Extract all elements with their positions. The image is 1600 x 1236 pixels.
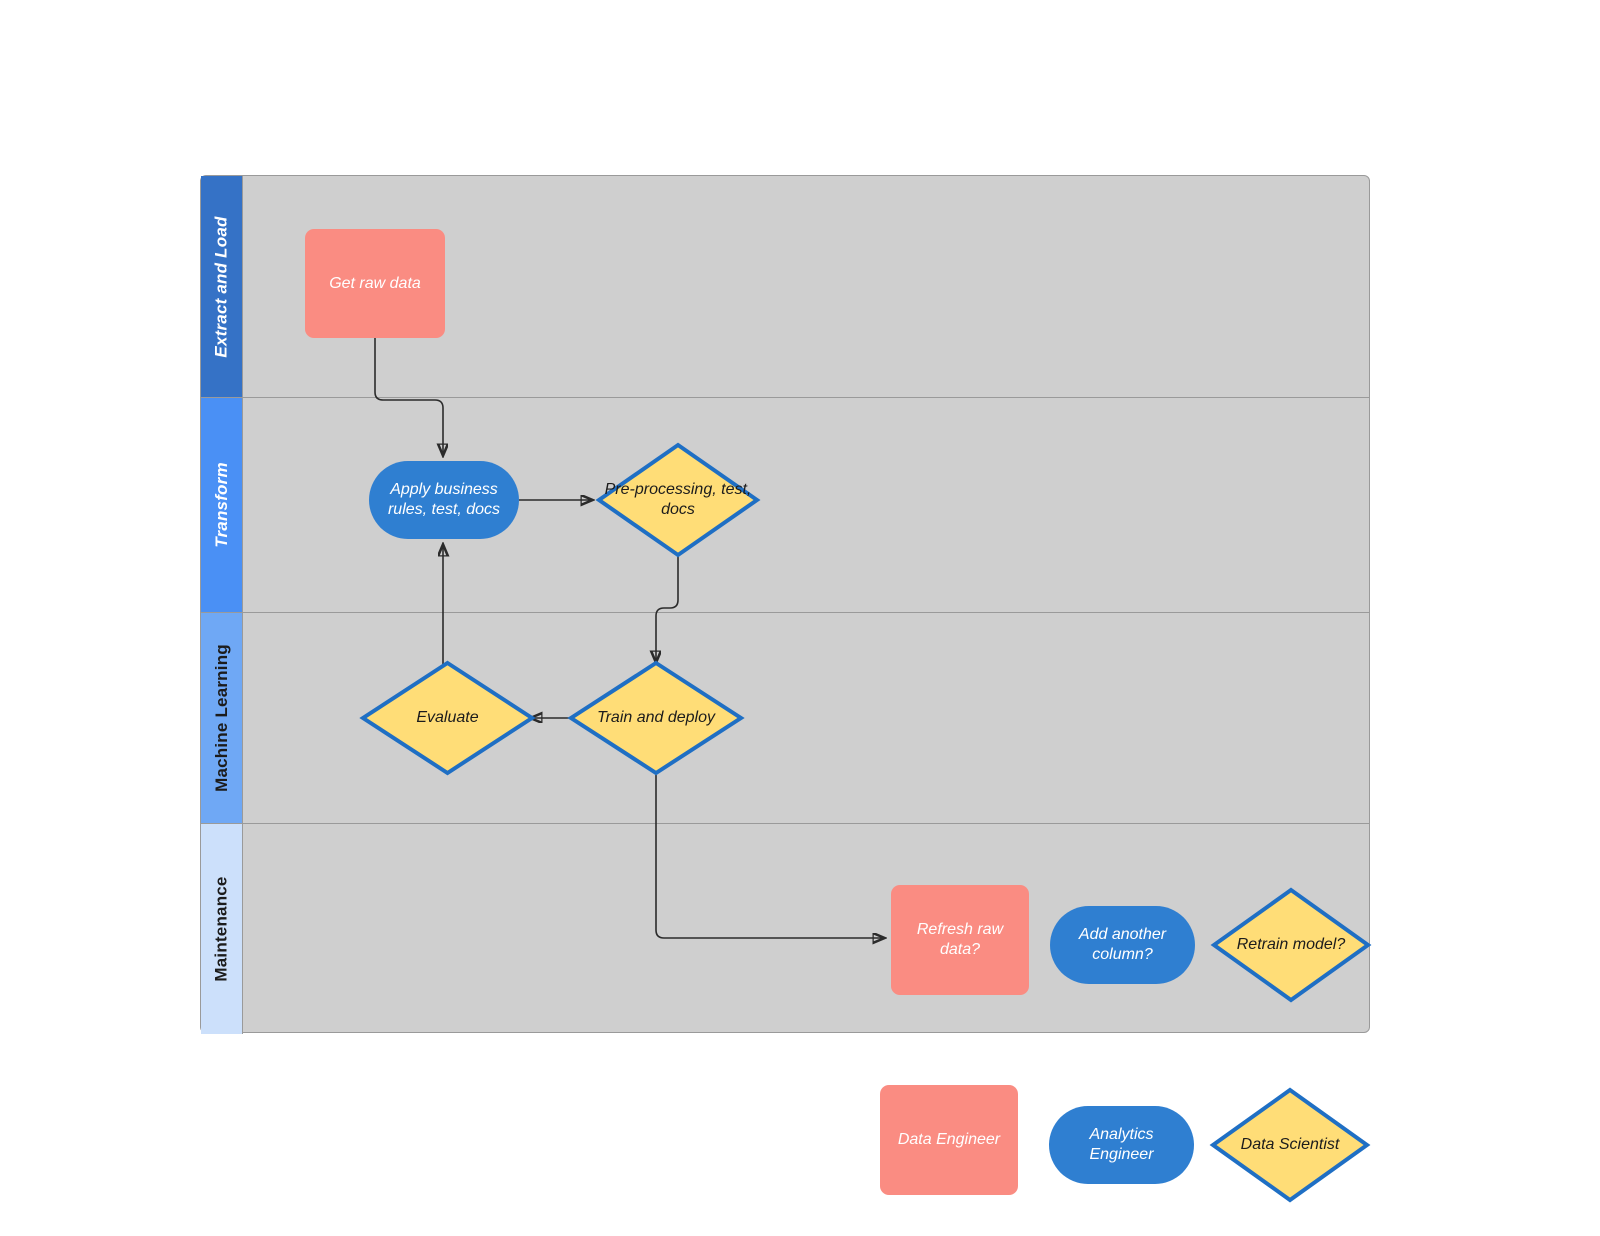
legend-label-analytics-engineer: Analytics Engineer — [1089, 1126, 1154, 1163]
node-evaluate[interactable]: Evaluate — [359, 660, 536, 776]
node-get-raw-data[interactable]: Get raw data — [305, 229, 445, 338]
legend-item-analytics-engineer: Analytics Engineer — [1049, 1106, 1194, 1184]
lane-label-machine-learning: Machine Learning — [211, 644, 231, 792]
node-label-get-raw-data: Get raw data — [329, 274, 421, 292]
node-refresh-raw-data[interactable]: Refresh raw data? — [891, 885, 1029, 995]
diamond-shape-icon — [359, 660, 536, 776]
node-label-refresh-raw-data: Refresh raw data? — [916, 921, 1004, 958]
node-label-add-another-column: Add another column? — [1078, 926, 1167, 963]
node-pre-processing[interactable]: Pre-processing, test, docs — [595, 442, 761, 558]
lane-label-maintenance: Maintenance — [211, 876, 231, 982]
diamond-shape-icon — [1210, 887, 1372, 1003]
node-add-another-column[interactable]: Add another column? — [1050, 906, 1195, 984]
lane-header-extract-and-load[interactable]: Extract and Load — [201, 176, 243, 397]
lane-header-machine-learning[interactable]: Machine Learning — [201, 613, 243, 823]
lane-extract-and-load: Extract and Load — [201, 176, 1369, 398]
lane-transform: Transform — [201, 398, 1369, 613]
legend-label-data-engineer: Data Engineer — [897, 1131, 1001, 1149]
legend: Data Engineer Analytics Engineer Data Sc… — [870, 1078, 1371, 1208]
node-label-apply-business-rules: Apply business rules, test, docs — [387, 481, 501, 518]
lane-label-transform: Transform — [211, 462, 231, 548]
diamond-shape-icon — [595, 442, 761, 558]
lane-maintenance: Maintenance — [201, 824, 1369, 1034]
legend-item-data-engineer: Data Engineer — [880, 1085, 1018, 1195]
legend-item-data-scientist: Data Scientist — [1209, 1087, 1371, 1203]
diamond-shape-icon — [567, 660, 745, 776]
diamond-shape-icon — [1209, 1087, 1371, 1203]
lane-header-maintenance[interactable]: Maintenance — [201, 824, 243, 1034]
lane-header-transform[interactable]: Transform — [201, 398, 243, 612]
node-train-and-deploy[interactable]: Train and deploy — [567, 660, 745, 776]
node-retrain-model[interactable]: Retrain model? — [1210, 887, 1372, 1003]
lane-label-extract-and-load: Extract and Load — [211, 215, 231, 358]
node-apply-business-rules[interactable]: Apply business rules, test, docs — [369, 461, 519, 539]
